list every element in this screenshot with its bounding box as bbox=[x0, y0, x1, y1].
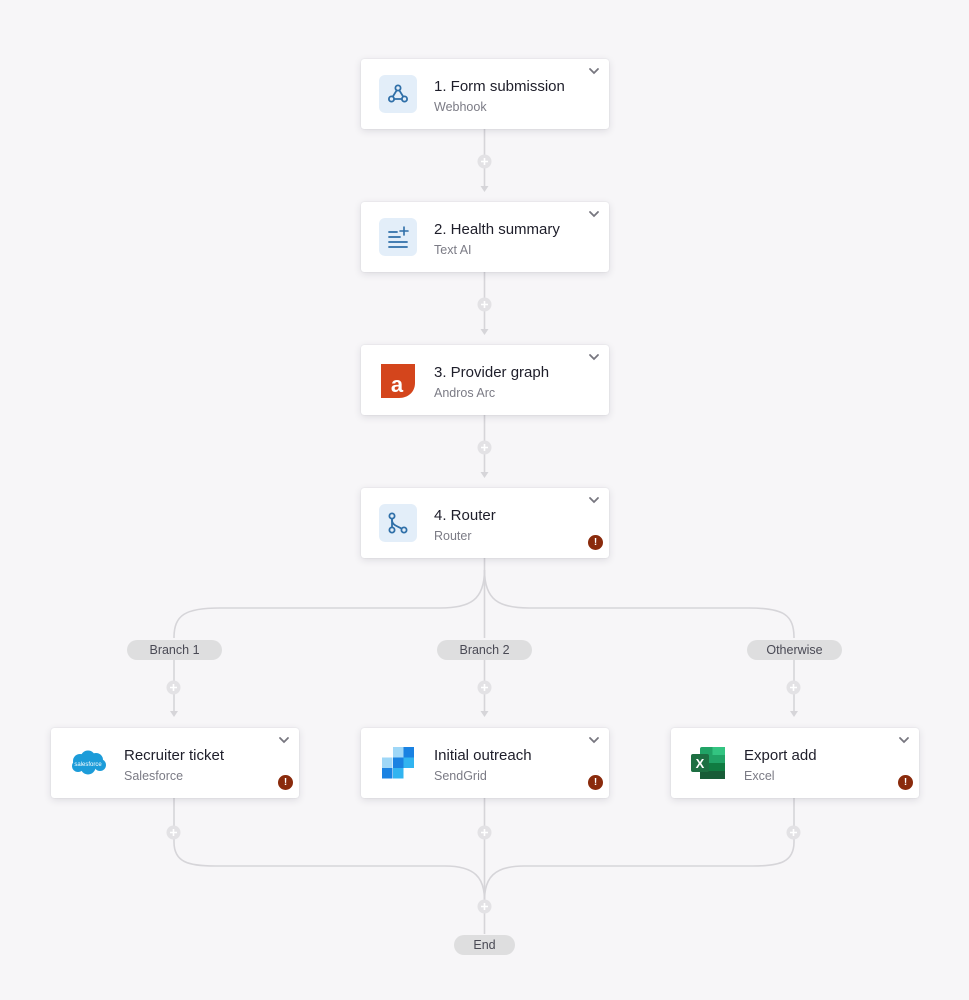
add-step-plus-icon[interactable] bbox=[786, 680, 801, 695]
step-card-form-submission[interactable]: 1. Form submission Webhook bbox=[361, 59, 609, 129]
step-title: 2. Health summary bbox=[434, 221, 560, 238]
add-step-plus-icon[interactable] bbox=[477, 825, 492, 840]
salesforce-logo: salesforce bbox=[69, 744, 107, 782]
step-app-name: SendGrid bbox=[434, 769, 487, 783]
branch-label-1[interactable]: Branch 1 bbox=[127, 640, 222, 660]
chevron-down-icon[interactable] bbox=[897, 734, 911, 746]
end-label: End bbox=[454, 935, 515, 955]
step-card-router[interactable]: 4. Router Router ! bbox=[361, 488, 609, 558]
add-step-plus-icon[interactable] bbox=[166, 680, 181, 695]
andros-arc-logo: a bbox=[379, 361, 417, 399]
step-app-name: Salesforce bbox=[124, 769, 184, 783]
excel-logo: X bbox=[689, 744, 727, 782]
chevron-down-icon[interactable] bbox=[587, 65, 601, 77]
chevron-down-icon[interactable] bbox=[587, 734, 601, 746]
add-step-plus-icon[interactable] bbox=[477, 297, 492, 312]
add-step-plus-icon[interactable] bbox=[477, 899, 492, 914]
branch-label-otherwise[interactable]: Otherwise bbox=[747, 640, 842, 660]
step-title: 4. Router bbox=[434, 507, 496, 524]
sendgrid-logo bbox=[379, 744, 417, 782]
chevron-down-icon[interactable] bbox=[587, 208, 601, 220]
step-app-name: Text AI bbox=[434, 243, 472, 257]
warning-icon[interactable]: ! bbox=[898, 775, 913, 790]
step-title: Recruiter ticket bbox=[124, 747, 225, 764]
step-card-initial-outreach[interactable]: Initial outreach SendGrid ! bbox=[361, 728, 609, 798]
chevron-down-icon[interactable] bbox=[277, 734, 291, 746]
step-card-health-summary[interactable]: 2. Health summary Text AI bbox=[361, 202, 609, 272]
step-card-recruiter-ticket[interactable]: salesforce Recruiter ticket Salesforce ! bbox=[51, 728, 299, 798]
add-step-plus-icon[interactable] bbox=[477, 440, 492, 455]
add-step-plus-icon[interactable] bbox=[477, 154, 492, 169]
warning-icon[interactable]: ! bbox=[588, 775, 603, 790]
add-step-plus-icon[interactable] bbox=[477, 680, 492, 695]
step-app-name: Excel bbox=[744, 769, 775, 783]
step-title: 1. Form submission bbox=[434, 78, 565, 95]
step-card-export-add[interactable]: X Export add Excel ! bbox=[671, 728, 919, 798]
step-app-name: Router bbox=[434, 529, 472, 543]
step-title: Initial outreach bbox=[434, 747, 532, 764]
warning-icon[interactable]: ! bbox=[588, 535, 603, 550]
webhook-icon bbox=[379, 75, 417, 113]
add-step-plus-icon[interactable] bbox=[786, 825, 801, 840]
salesforce-logo-text: salesforce bbox=[74, 762, 102, 768]
step-title: 3. Provider graph bbox=[434, 364, 550, 381]
chevron-down-icon[interactable] bbox=[587, 351, 601, 363]
step-card-provider-graph[interactable]: a 3. Provider graph Andros Arc bbox=[361, 345, 609, 415]
router-icon bbox=[379, 504, 417, 542]
text-ai-icon bbox=[379, 218, 417, 256]
step-app-name: Andros Arc bbox=[434, 386, 496, 400]
svg-text:a: a bbox=[391, 372, 404, 397]
warning-icon[interactable]: ! bbox=[278, 775, 293, 790]
step-title: Export add bbox=[744, 747, 817, 764]
chevron-down-icon[interactable] bbox=[587, 494, 601, 506]
branch-label-2[interactable]: Branch 2 bbox=[437, 640, 532, 660]
excel-logo-letter: X bbox=[696, 756, 705, 771]
step-app-name: Webhook bbox=[434, 100, 487, 114]
add-step-plus-icon[interactable] bbox=[166, 825, 181, 840]
